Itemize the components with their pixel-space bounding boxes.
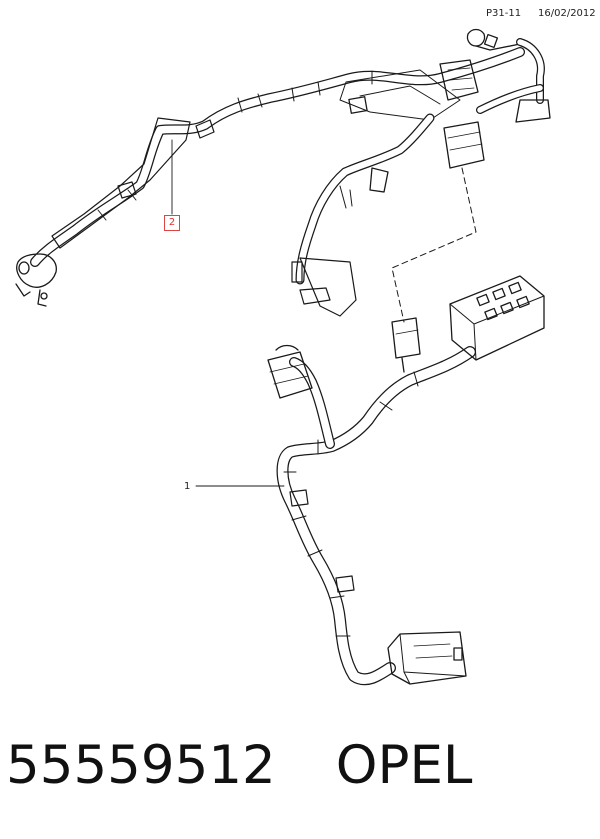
callout-label-2: 2 [164, 215, 180, 231]
part-footer: 55559512 OPEL [6, 735, 472, 796]
brand-name: OPEL [335, 735, 473, 796]
left-end-connector [15, 253, 57, 307]
lower-left-connector [267, 344, 313, 399]
right-fuse-box [449, 275, 545, 361]
upper-harness-branch [15, 47, 525, 307]
tape-wraps-upper [97, 70, 373, 221]
page-date: 16/02/2012 [538, 8, 596, 19]
page-code: P31-11 [486, 8, 522, 19]
callout-leaders [171, 139, 285, 487]
callout-label-1: 1 [184, 481, 191, 492]
dashed-leaders [391, 167, 477, 323]
lower-harness-main [276, 346, 476, 686]
center-small-connector [391, 317, 421, 373]
middle-harness-branch [291, 84, 544, 317]
bottom-connector-block [387, 631, 467, 685]
tape-wraps-lower [283, 371, 419, 637]
part-number: 55559512 [6, 735, 276, 796]
upper-right-connectors [339, 28, 551, 209]
